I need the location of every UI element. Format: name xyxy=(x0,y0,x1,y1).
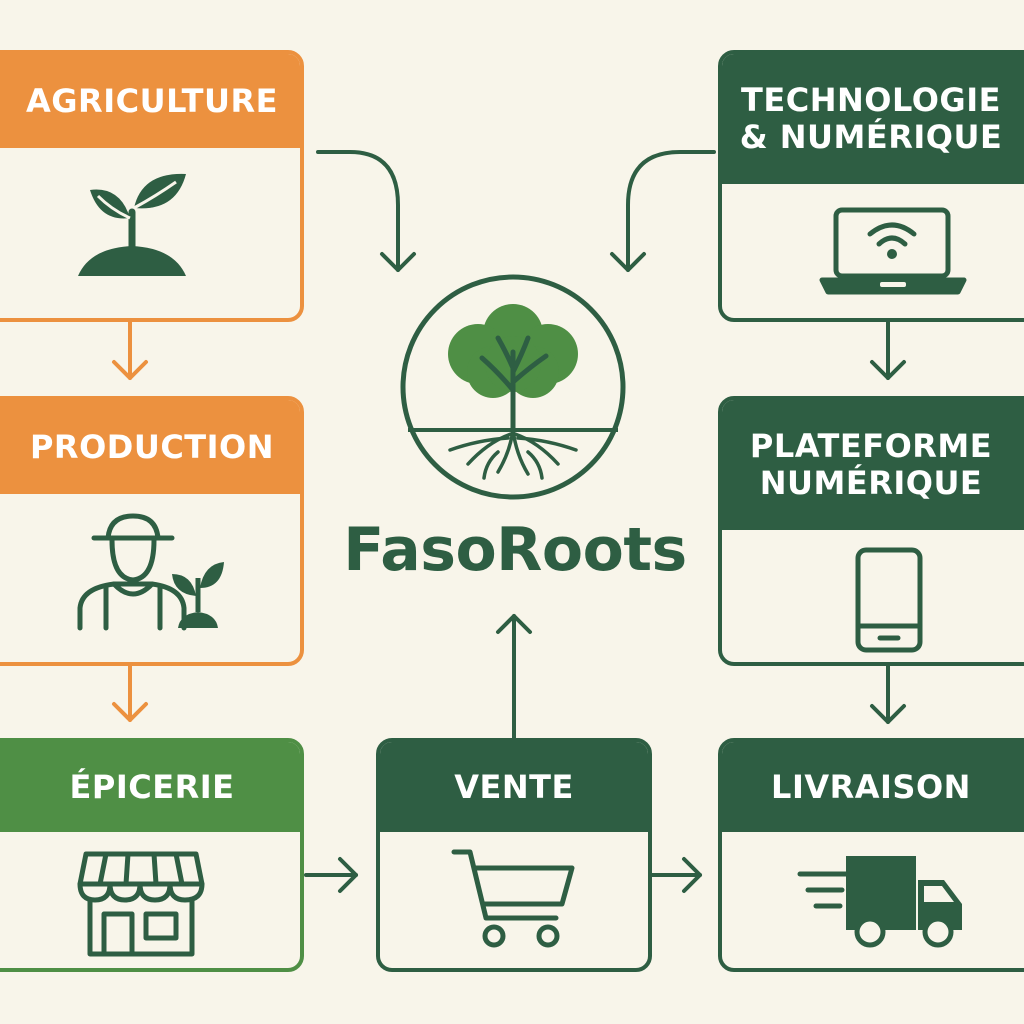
node-plateforme-label-line2: NUMÉRIQUE xyxy=(759,464,983,502)
farmer-icon xyxy=(77,513,224,631)
storefront-icon xyxy=(77,851,205,957)
arrow-plateforme-to-livraison xyxy=(870,664,906,724)
laptop-wifi-icon xyxy=(819,207,967,295)
arrow-agriculture-to-fasoroots xyxy=(316,150,416,272)
node-plateforme-label-line1: PLATEFORME xyxy=(749,427,993,466)
arrow-vente-to-livraison xyxy=(650,857,702,893)
node-agriculture-label: AGRICULTURE xyxy=(26,81,278,120)
smartphone-icon xyxy=(855,547,923,653)
arrow-vente-to-fasoroots xyxy=(496,614,532,740)
seedling-icon xyxy=(78,173,186,276)
node-production-label: PRODUCTION xyxy=(29,427,275,466)
arrow-agriculture-to-production xyxy=(112,320,148,380)
node-livraison: LIVRAISON xyxy=(718,738,1024,972)
node-agriculture: AGRICULTURE xyxy=(0,50,304,322)
node-plateforme: PLATEFORME NUMÉRIQUE xyxy=(718,396,1024,666)
node-production: PRODUCTION xyxy=(0,396,304,666)
delivery-truck-icon xyxy=(797,856,962,948)
fasoroots-tree-logo xyxy=(400,274,626,500)
brand-title: FasoRoots xyxy=(343,515,687,585)
node-epicerie: ÉPICERIE xyxy=(0,738,304,972)
node-vente: VENTE xyxy=(376,738,652,972)
arrow-epicerie-to-vente xyxy=(304,857,358,893)
arrow-production-to-epicerie xyxy=(112,664,148,722)
node-technologie: TECHNOLOGIE & NUMÉRIQUE xyxy=(718,50,1024,322)
node-technologie-label-line2: & NUMÉRIQUE xyxy=(739,118,1003,156)
arrow-technologie-to-fasoroots xyxy=(610,150,716,272)
arrow-technologie-to-plateforme xyxy=(870,320,906,380)
node-epicerie-label: ÉPICERIE xyxy=(69,767,235,806)
node-technologie-label-line1: TECHNOLOGIE xyxy=(741,81,1001,120)
shopping-cart-icon xyxy=(451,849,575,948)
node-vente-label: VENTE xyxy=(454,767,574,806)
node-livraison-label: LIVRAISON xyxy=(771,767,971,806)
